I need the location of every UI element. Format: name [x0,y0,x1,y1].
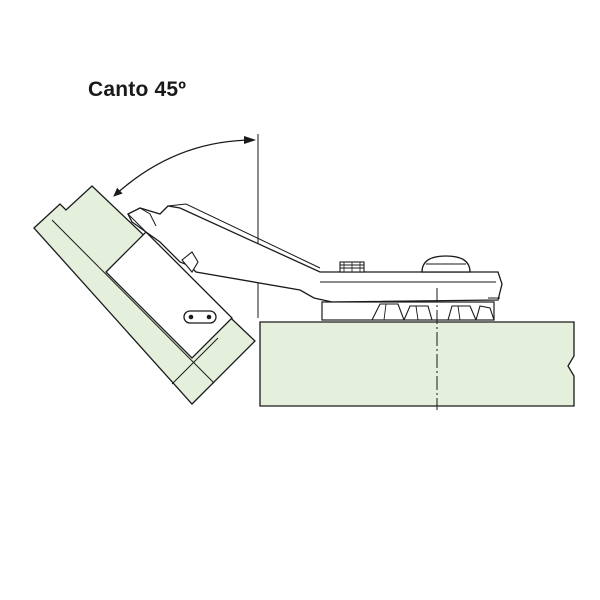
mounting-plate [321,301,495,321]
horizontal-panel [259,321,575,407]
angle-arc [113,139,255,197]
hinge-cup [105,231,233,359]
angle-arc-arrow-top [244,136,256,144]
fixing-screw-head-icon [421,255,471,273]
diagram-title: Canto 45º [88,78,187,101]
adjustment-screw-icon [339,261,365,273]
cup-screw-slot [183,310,217,324]
